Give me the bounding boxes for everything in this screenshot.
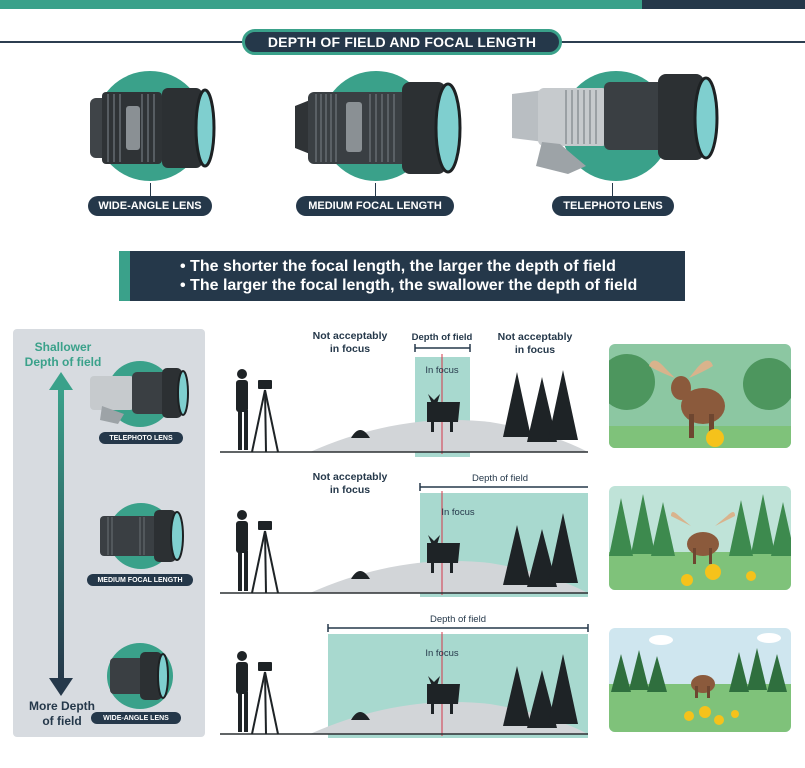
scene3-dof-label: Depth of field bbox=[430, 614, 486, 625]
scene-shallow bbox=[220, 344, 588, 457]
page-title: DEPTH OF FIELD AND FOCAL LENGTH bbox=[242, 29, 562, 55]
more-depth-label: More Depth of field bbox=[29, 699, 95, 728]
side-medium-label: MEDIUM FOCAL LENGTH bbox=[87, 574, 193, 586]
bullet-2: • The larger the focal length, the swall… bbox=[180, 277, 638, 294]
scene-deep bbox=[220, 624, 589, 738]
medium-lens-icon bbox=[295, 71, 462, 181]
photo-medium bbox=[609, 486, 791, 590]
scene1-not-focus-left: Not acceptably in focus bbox=[312, 330, 388, 355]
scene1-dof-label: Depth of field bbox=[411, 332, 473, 343]
scene1-not-focus-right: Not acceptably in focus bbox=[497, 331, 573, 356]
medium-lens-small-icon bbox=[100, 503, 184, 569]
telephoto-lens-icon bbox=[512, 71, 719, 181]
wide-angle-lens-label: WIDE-ANGLE LENS bbox=[88, 196, 212, 216]
info-box: • The shorter the focal length, the larg… bbox=[130, 251, 685, 301]
shallower-label: Shallower Depth of field bbox=[24, 340, 102, 369]
scene3-in-focus: In focus bbox=[425, 648, 459, 659]
scene2-in-focus: In focus bbox=[441, 507, 475, 518]
medium-lens-label: MEDIUM FOCAL LENGTH bbox=[296, 196, 454, 216]
scene2-not-focus-left: Not acceptably in focus bbox=[312, 471, 388, 496]
scene1-in-focus: In focus bbox=[425, 365, 459, 376]
wide-angle-lens-small-icon bbox=[107, 643, 173, 709]
lens-stem bbox=[612, 183, 613, 196]
side-telephoto-label: TELEPHOTO LENS bbox=[99, 432, 183, 444]
telephoto-lens-label: TELEPHOTO LENS bbox=[552, 196, 674, 216]
side-wide-label: WIDE-ANGLE LENS bbox=[91, 712, 181, 724]
wide-angle-lens-icon bbox=[90, 71, 216, 181]
scene-medium bbox=[220, 483, 588, 597]
lens-stem bbox=[150, 183, 151, 196]
info-accent-bar bbox=[119, 251, 130, 301]
bullet-1: • The shorter the focal length, the larg… bbox=[180, 258, 616, 275]
top-accent-bar bbox=[0, 0, 642, 9]
photo-deep bbox=[609, 628, 791, 732]
top-dark-bar bbox=[642, 0, 805, 9]
telephoto-lens-small-icon bbox=[90, 361, 189, 427]
photo-shallow bbox=[609, 344, 791, 448]
scene2-dof-label: Depth of field bbox=[472, 473, 528, 484]
lens-stem bbox=[375, 183, 376, 196]
depth-arrow-icon bbox=[49, 372, 73, 696]
